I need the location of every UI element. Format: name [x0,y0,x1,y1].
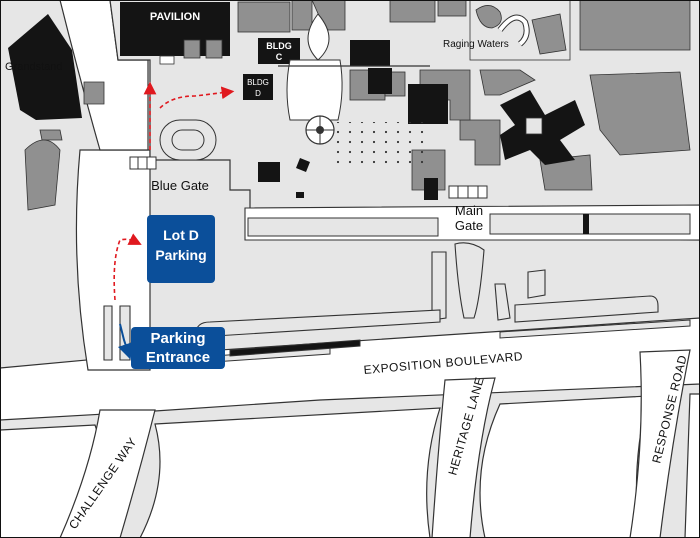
promenade-post [583,214,589,234]
parking-entrance-callout[interactable]: Parking Entrance [131,327,225,369]
main-gate-label-line2: Gate [455,218,483,233]
race-track [159,119,217,161]
central-plaza [278,13,430,145]
south-east-lot [479,395,649,538]
lot-d-parking-callout[interactable]: Lot D Parking [147,215,215,283]
south-central-lot [139,407,441,538]
challenge-way-road [59,409,156,538]
bldg-d-label-line1: BLDG [247,78,269,87]
bldg-d-label-line2: D [255,89,261,98]
lot-d-callout-line2: Parking [155,247,207,263]
dotted-plaza [335,122,425,164]
route-to-lot-d [113,233,142,301]
pavilion-kiosk [159,55,175,65]
entrance-callout-line2: Entrance [145,349,211,366]
exposition-boulevard-road [0,317,700,421]
raging-waters-label: Raging Waters [443,39,509,50]
grandstand-label: Grandstand [5,61,62,73]
response-road-road [629,349,691,538]
pavilion-annex-2 [205,39,223,59]
lot-d-callout-line1: Lot D [163,227,199,243]
pavilion-label: PAVILION [150,11,200,23]
star-building [500,90,585,165]
arrow-icon [117,323,134,360]
main-gate-label-line1: Main [455,203,483,218]
bldg-c-label-line2: C [276,52,283,62]
bldg-d-building [243,74,273,100]
pavilion-annex-1 [183,39,201,59]
grandstand-building [8,14,105,211]
far-east-strip [684,393,700,538]
route-to-bldg-d [159,86,235,109]
promenade-planter-west [247,217,439,237]
north-gray-buildings [237,0,691,191]
entry-lanes [103,242,659,361]
north-spur-road [75,149,151,371]
entrance-callout-line1: Parking [150,330,206,347]
gate-icon [129,156,488,199]
promenade-planter-east [489,213,691,235]
raging-waters-area [469,0,571,61]
bldg-c-label-line1: BLDG [266,41,292,51]
blue-gate-label: Blue Gate [151,178,209,193]
heritage-lane-road [431,377,496,538]
central-black-buildings [258,40,448,200]
